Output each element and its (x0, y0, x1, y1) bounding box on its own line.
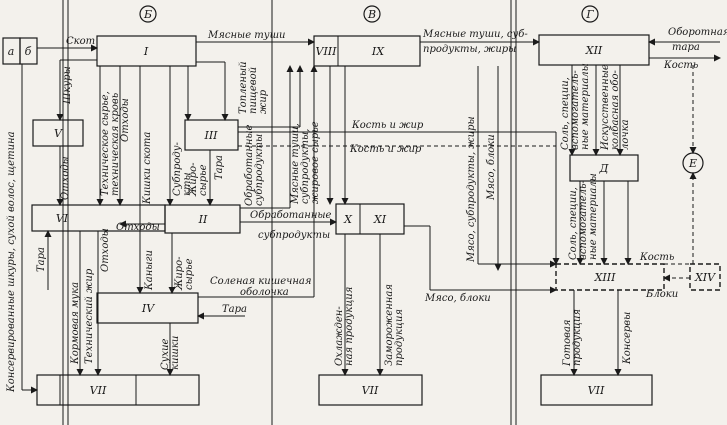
label-zamoroz-2: продукция (394, 309, 405, 366)
label-sol-spetsii-2: Соль, специи, (568, 187, 579, 260)
label-bloki: Блоки (645, 289, 678, 300)
label-gotovaya-2: продукция (572, 309, 583, 366)
label-zhir: жир (258, 89, 269, 114)
box-VII-right: VII (588, 384, 605, 397)
label-vspomog-1: вспомогатель- (570, 70, 581, 150)
label-kost-right: Кость (663, 60, 698, 71)
label-zhiro-iv: Жиро- (174, 256, 185, 291)
box-a: а (8, 45, 15, 58)
label-solenaya: Соленая кишечная (210, 276, 312, 287)
label-myasnye-tushi-sub: Мясные туши, суб- (422, 29, 528, 40)
label-tekh-krov: техническая кровь (110, 93, 121, 196)
zone-separators (62, 0, 517, 425)
label-subprodukty-h: субпродукты (258, 230, 330, 241)
box-X: X (343, 213, 353, 226)
label-obrab-sub-h: Обработанные (250, 210, 332, 221)
label-othody-arrow: Отходы (116, 222, 160, 233)
label-tara-iii: Тара (214, 155, 225, 180)
label-kanygi: Каныги (144, 250, 155, 291)
label-kormovaya: Кормовая мука (70, 282, 81, 365)
label-shkury: Шкуры (62, 66, 73, 105)
label-nye-mat-2: ные материалы (588, 173, 599, 260)
label-myaso-bloki-h: Мясо, блоки (424, 293, 491, 304)
zone-label-b: Б (143, 8, 152, 21)
label-tekh-syrye: Техническое сырье, (100, 91, 111, 196)
box-VI: VI (56, 212, 69, 225)
flow-lines (21, 38, 721, 394)
label-myasnye-tushi: Мясные туши (207, 30, 286, 41)
label-kishki-skota: Кишки скота (142, 132, 153, 205)
label-zhirovoe-syrye: жировое сырье (310, 121, 321, 204)
label-okhlazhd-1: Охлажден- (334, 306, 345, 366)
label-zamoroz-1: Замороженная (384, 284, 395, 366)
label-gotovaya-1: Готовая (562, 319, 573, 367)
label-syrye-iv: сырье (184, 258, 195, 290)
label-myas-tushi-v: Мясные туши, (290, 123, 301, 205)
label-obolochka: оболочка (240, 287, 289, 298)
label-othody-vi: Отходы (60, 156, 71, 200)
label-pishchevoy: пищевой (248, 67, 259, 114)
label-syrye: сырье (198, 164, 209, 196)
label-myaso-subprod-zhiry: Мясо, субпродукты, жиры (466, 116, 477, 263)
label-zhiro: Жиро- (188, 162, 199, 197)
label-kost-zhir-1: Кость и жир (351, 120, 424, 131)
label-skot: Скот (66, 36, 95, 47)
label-obrab-sub-v: Обработанные (244, 124, 255, 206)
box-IV: IV (141, 302, 155, 315)
box-II: II (198, 213, 208, 226)
label-oborotnaya: Оборотная (668, 27, 727, 38)
box-E: Е (688, 157, 697, 170)
label-lochka: лочка (620, 119, 631, 150)
box-III: III (203, 129, 218, 142)
label-oboloch: колбасная обо- (610, 69, 621, 150)
label-subprodukty-v2: субпродукты, (300, 129, 311, 204)
label-subprodu: Субпроду- (172, 141, 183, 196)
label-okhlazhd-2: ная продукция (344, 287, 355, 366)
label-tara-left: Тара (36, 247, 47, 272)
box-XIII: XIII (594, 271, 617, 284)
label-sol-spetsii-1: Соль, специи, (560, 77, 571, 150)
label-tara-iv: Тара (222, 304, 247, 315)
box-b: б (25, 45, 32, 58)
label-othody-iv: Отходы (100, 228, 111, 272)
zone-label-v: В (367, 8, 376, 21)
zone-markers: Б В Г (139, 5, 599, 23)
label-vspomog-2: вспомогатель- (578, 180, 589, 260)
zone-label-g: Г (585, 8, 594, 21)
label-tekh-zhir: Технический жир (84, 268, 95, 364)
box-D: Д (599, 162, 610, 175)
label-konservy: Консервы (622, 312, 633, 365)
label-othody-v: Отходы (120, 98, 131, 142)
label-nye-mat-1: ные материалы (580, 63, 591, 150)
box-XII: XII (585, 44, 603, 57)
box-XIV: XIV (694, 271, 716, 284)
label-kishki: кишки (170, 336, 181, 370)
box-VII-mid: VII (362, 384, 379, 397)
box-XI: XI (373, 213, 387, 226)
box-IX: IX (371, 45, 385, 58)
label-kost-xiii: Кость (639, 252, 674, 263)
label-iskusstv: Искусственные (600, 64, 611, 151)
label-kost-zhir-2: Кость и жир (349, 144, 422, 155)
label-toplenyy: Топленый (238, 61, 249, 114)
label-konserv-long: Консервированные шкуры, сухой волос, щет… (6, 131, 17, 393)
box-VIII: VIII (316, 45, 338, 58)
label-sukhie: Сухие (160, 338, 171, 370)
label-kty: кты (182, 172, 193, 196)
box-VII-left: VII (90, 384, 107, 397)
label-tara-top: тара (672, 42, 700, 53)
box-V: V (54, 127, 63, 140)
vertical-labels: Шкуры Техническое сырье, техническая кро… (6, 61, 633, 393)
box-I: I (143, 45, 149, 58)
label-subprodukty-v: субпродукты (254, 134, 265, 206)
label-produkty-zhiry: продукты, жиры (423, 44, 516, 55)
label-myaso-bloki-v: Мясо, блоки (486, 134, 497, 201)
horizontal-labels: Скот Мясные туши Мясные туши, суб- проду… (66, 27, 727, 315)
